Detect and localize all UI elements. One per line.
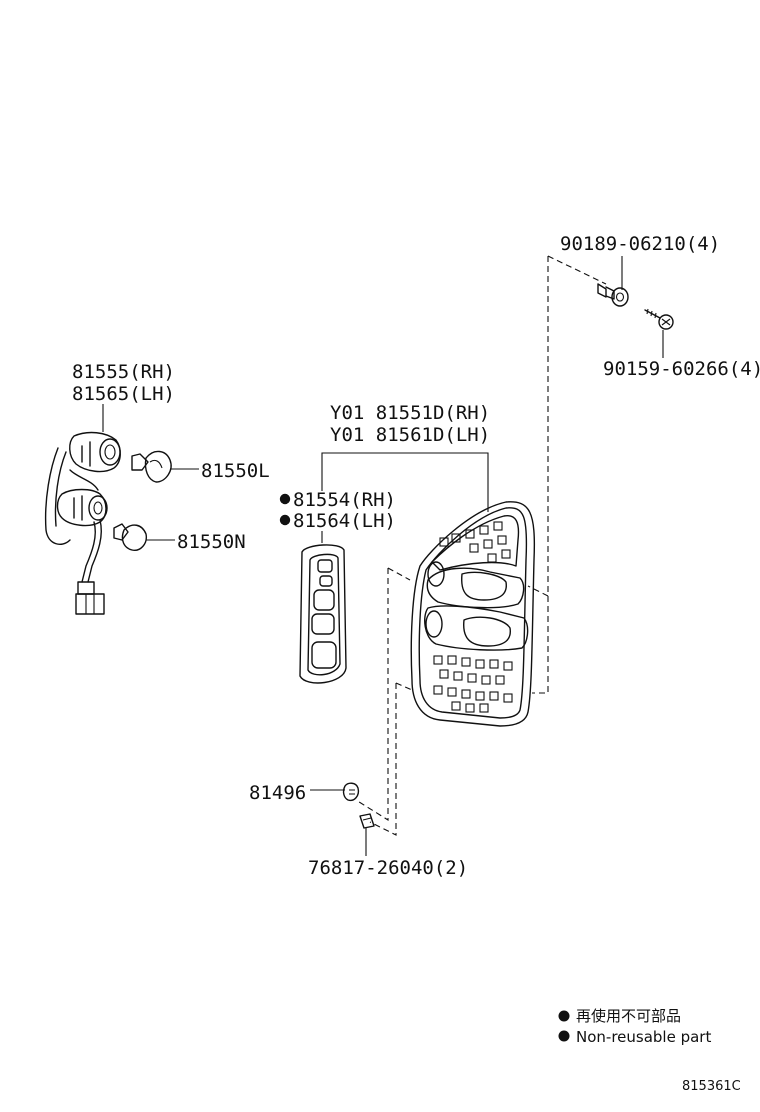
dash-right-mid bbox=[527, 585, 549, 597]
legend-dot-icon bbox=[558, 1010, 570, 1022]
dash-upper-stud bbox=[387, 567, 411, 581]
diagram-code: 815361C bbox=[682, 1079, 741, 1094]
label-socket-lh[interactable]: 81565(LH) bbox=[72, 383, 175, 405]
dash-right-vertical bbox=[532, 256, 549, 694]
gasket-icon[interactable] bbox=[299, 544, 347, 684]
legend-line-en: Non-reusable part bbox=[576, 1028, 711, 1046]
nut-icon[interactable] bbox=[597, 283, 629, 307]
bulb-81550l-icon[interactable] bbox=[131, 450, 172, 483]
dash-lower-stud bbox=[395, 682, 413, 691]
dash-left-vertical-outer bbox=[355, 568, 389, 821]
leader-lamp-bracket bbox=[321, 452, 489, 512]
dash-nut bbox=[547, 255, 607, 285]
label-lamp-rh[interactable]: Y01 81551D(RH) bbox=[330, 402, 490, 424]
label-nut-upper[interactable]: 90189-06210(4) bbox=[560, 233, 720, 255]
non-reusable-dot-icon bbox=[279, 514, 291, 526]
bulb-81550n-icon[interactable] bbox=[113, 523, 147, 551]
label-bulb-n[interactable]: 81550N bbox=[177, 531, 246, 553]
non-reusable-dot-icon bbox=[279, 493, 291, 505]
clip-76817-icon[interactable] bbox=[359, 813, 375, 829]
label-screw[interactable]: 90159-60266(4) bbox=[603, 358, 760, 380]
socket-wire-harness-icon[interactable] bbox=[44, 431, 121, 615]
label-clip-76817[interactable]: 76817-26040(2) bbox=[308, 857, 468, 879]
label-socket-rh[interactable]: 81555(RH) bbox=[72, 361, 175, 383]
legend-dot-icon bbox=[558, 1030, 570, 1042]
label-bulb-l[interactable]: 81550L bbox=[201, 460, 270, 482]
label-gasket-lh[interactable]: 81564(LH) bbox=[293, 510, 396, 532]
screw-icon[interactable] bbox=[644, 308, 674, 330]
clip-81496-icon[interactable] bbox=[342, 782, 360, 802]
label-clip-81496[interactable]: 81496 bbox=[249, 782, 306, 804]
legend-line-ja: 再使用不可部品 bbox=[576, 1007, 681, 1025]
tail-lamp-assembly-icon[interactable] bbox=[410, 501, 536, 727]
label-lamp-lh[interactable]: Y01 81561D(LH) bbox=[330, 424, 490, 446]
dash-left-vertical-inner bbox=[369, 683, 397, 836]
label-gasket-rh[interactable]: 81554(RH) bbox=[293, 489, 396, 511]
